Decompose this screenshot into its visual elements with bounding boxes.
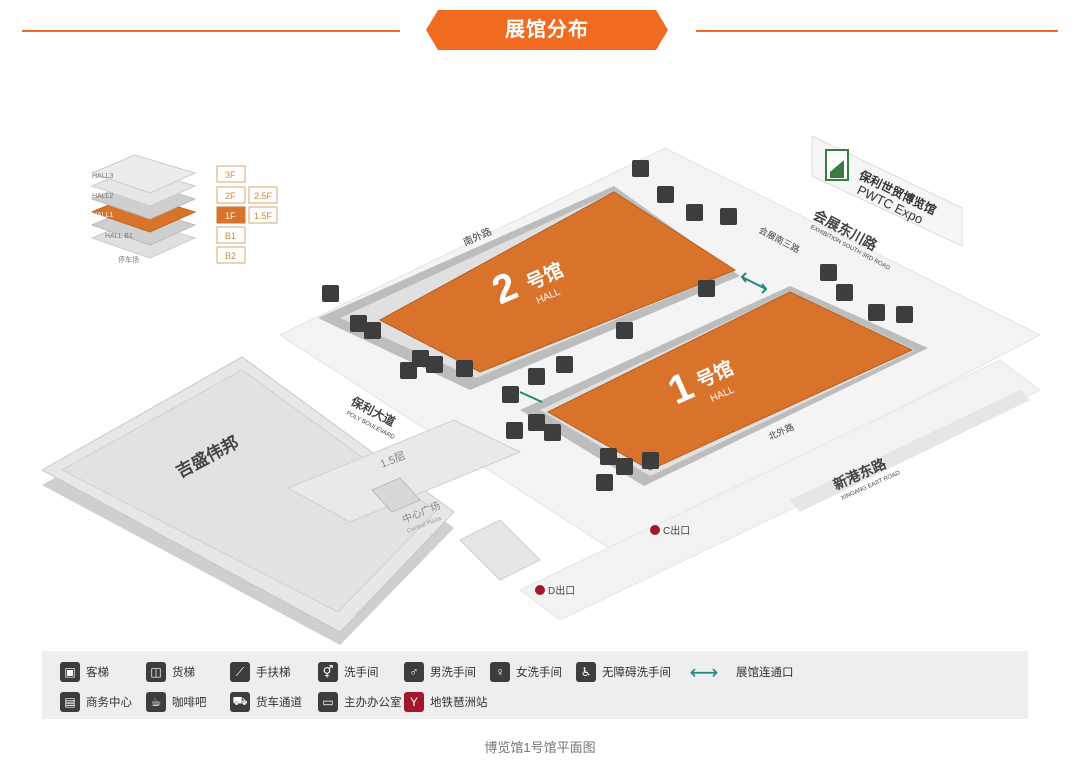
- accessible-restroom-icon: [364, 322, 381, 339]
- legend-item: ◫ 货梯: [146, 661, 195, 683]
- floor-tag: 2.5F: [254, 191, 273, 201]
- accessible-restroom-icon: [600, 448, 617, 465]
- page-title: 展馆分布: [505, 19, 589, 41]
- hall-connectors: [519, 272, 768, 403]
- passenger-elevator-icon: [502, 386, 519, 403]
- floor-stack-label: HALL3: [92, 173, 114, 180]
- legend-label: 地铁琶洲站: [430, 697, 488, 709]
- legend-label: 主办办公室: [344, 697, 402, 709]
- escalator-icon: [506, 422, 523, 439]
- legend-item: ♂ 男洗手间: [404, 661, 476, 683]
- legend-label: 货车通道: [256, 697, 302, 709]
- passenger-elevator-icon: ▣: [60, 662, 80, 682]
- legend-item: ♿ 无障碍洗手间: [576, 661, 671, 683]
- legend-item: Y 地铁琶洲站: [404, 691, 488, 713]
- cafe-icon: ☕: [146, 692, 166, 712]
- legend-item: ▭ 主办办公室: [318, 691, 402, 713]
- female-restroom-icon: ♀: [490, 662, 510, 682]
- walkway: 1.5层: [286, 419, 522, 523]
- legend-item: ▣ 客梯: [60, 661, 109, 683]
- floor-tag: 1F: [225, 211, 236, 221]
- organizer-office-icon: ▭: [318, 692, 338, 712]
- restroom-icon: [616, 458, 633, 475]
- passenger-elevator-icon: [456, 360, 473, 377]
- jisheng-building: 吉盛伟邦: [40, 356, 455, 645]
- passenger-elevator-icon: [642, 452, 659, 469]
- truck-passage-icon: [556, 356, 573, 373]
- floor-tag: B1: [225, 231, 236, 241]
- hall-2: 2 号馆 HALL: [318, 186, 740, 390]
- legend-label: 商务中心: [86, 697, 132, 709]
- restroom-icon: ⚥: [318, 662, 338, 682]
- floor-stack-label: HALL B1: [105, 233, 133, 240]
- organizer-office-icon: [426, 356, 443, 373]
- legend-item: ☕ 咖啡吧: [146, 691, 207, 713]
- business-center-icon: ▤: [60, 692, 80, 712]
- passenger-elevator-icon: [322, 285, 339, 302]
- legend-item: ▤ 商务中心: [60, 691, 132, 713]
- accessible-restroom-icon: ♿: [576, 662, 596, 682]
- exit-label: C出口: [663, 524, 690, 537]
- legend-label: 展馆连通口: [736, 667, 794, 679]
- escalator-icon: ⟋: [230, 662, 250, 682]
- cafe-icon: [412, 350, 429, 367]
- header-badge: 展馆分布: [426, 10, 668, 50]
- legend-label: 无障碍洗手间: [602, 667, 671, 679]
- escalator-icon: [596, 474, 613, 491]
- header-line-right: [696, 30, 1058, 32]
- organizer-office-icon: [544, 424, 561, 441]
- restroom-icon: [350, 315, 367, 332]
- floor-tag: 2F: [225, 191, 236, 201]
- legend-item: ⟋ 手扶梯: [230, 661, 291, 683]
- male-restroom-icon: ♂: [404, 662, 424, 682]
- floor-tag: 1.5F: [254, 211, 273, 221]
- legend-label: 手扶梯: [256, 667, 291, 679]
- facility-markers: [322, 160, 913, 491]
- legend-label: 女洗手间: [516, 667, 562, 679]
- legend-label: 咖啡吧: [172, 697, 207, 709]
- hall-connection-icon: ⟷: [689, 661, 719, 684]
- hall-1: 1 号馆 HALL: [520, 286, 928, 486]
- legend-label: 男洗手间: [430, 667, 476, 679]
- restroom-icon: [657, 186, 674, 203]
- male-restroom-icon: [686, 204, 703, 221]
- escalator-icon: [616, 322, 633, 339]
- legend-item: ⚥ 洗手间: [318, 661, 379, 683]
- legend-label: 洗手间: [344, 667, 379, 679]
- venue-map: HALL3 HALL2 HALL1 HALL B1 停车场 3F 2F 2.5F…: [40, 135, 1042, 645]
- legend-item: ♀ 女洗手间: [490, 661, 562, 683]
- floor-stack-label: 停车场: [118, 255, 139, 264]
- female-restroom-icon: [836, 284, 853, 301]
- legend-label: 客梯: [86, 667, 109, 679]
- legend-item: ⟷ 展馆连通口: [680, 661, 794, 684]
- freight-elevator-icon: [896, 306, 913, 323]
- header-line-left: [22, 30, 400, 32]
- freight-elevator-icon: ◫: [146, 662, 166, 682]
- business-center-icon: [528, 414, 545, 431]
- freight-elevator-icon: [720, 208, 737, 225]
- map-caption: 博览馆1号馆平面图: [484, 740, 596, 755]
- legend-item: ⛟ 货车通道: [230, 691, 302, 713]
- escalator-icon: [528, 368, 545, 385]
- legend-label: 货梯: [172, 667, 195, 679]
- floor-tags: 3F 2F 2.5F 1F 1.5F B1 B2: [216, 165, 278, 264]
- metro-station-icon: Y: [404, 692, 424, 712]
- freight-elevator-icon: [820, 264, 837, 281]
- floor-stack-label: HALL2: [92, 193, 114, 200]
- exits: C出口 D出口: [535, 524, 690, 597]
- floor-tag: 3F: [225, 170, 236, 180]
- floor-stack-label: HALL1: [92, 212, 114, 219]
- map-legend: ▣ 客梯 ◫ 货梯 ⟋ 手扶梯 ⚥ 洗手间 ♂ 男洗手间 ♀ 女洗手间 ♿ 无障碍洗手间 ⟷ 展…: [42, 651, 1028, 719]
- freight-elevator-icon: [632, 160, 649, 177]
- truck-passage-icon: [698, 280, 715, 297]
- truck-passage-icon: ⛟: [230, 692, 250, 712]
- floor-tag: B2: [225, 251, 236, 261]
- floor-stack: HALL3 HALL2 HALL1 HALL B1 停车场: [90, 154, 197, 264]
- exit-label: D出口: [548, 584, 575, 597]
- male-restroom-icon: [868, 304, 885, 321]
